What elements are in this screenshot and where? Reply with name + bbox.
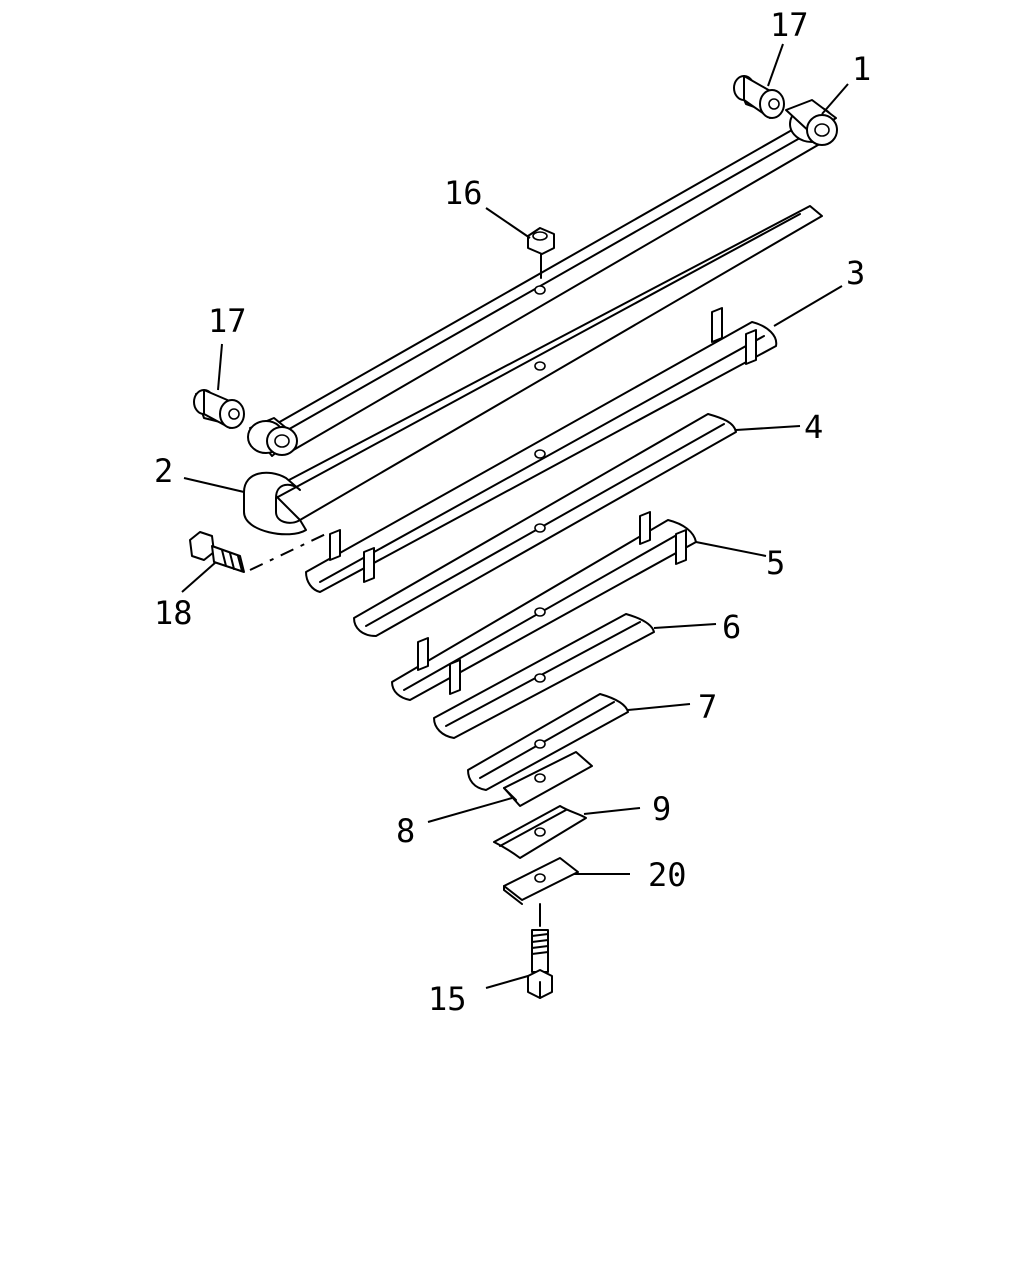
callout-2: 2	[154, 452, 173, 490]
callout-17-front: 17	[208, 302, 247, 340]
bushing-17-front	[193, 389, 245, 429]
spacer-9	[493, 805, 587, 859]
callout-3: 3	[846, 254, 865, 292]
callout-16: 16	[444, 174, 483, 212]
callout-1: 1	[852, 50, 871, 88]
callout-15: 15	[428, 980, 467, 1018]
leader-lines	[181, 43, 849, 989]
leaf-2	[243, 205, 823, 536]
callout-8: 8	[396, 812, 415, 850]
bolt-axis-line	[249, 531, 331, 571]
callout-18: 18	[154, 594, 193, 632]
center-bolt-15	[527, 903, 553, 999]
plate-20	[503, 857, 579, 905]
callout-20: 20	[648, 856, 687, 894]
callout-17-rear: 17	[770, 6, 809, 44]
callout-9: 9	[652, 790, 671, 828]
nut-16	[527, 227, 555, 279]
callout-6: 6	[722, 608, 741, 646]
callout-5: 5	[766, 544, 785, 582]
leaf-4	[353, 413, 737, 637]
leaf-7	[467, 693, 629, 791]
leaf-3	[305, 307, 778, 593]
callout-7: 7	[698, 688, 717, 726]
callout-4: 4	[804, 408, 823, 446]
leaf-6	[433, 613, 655, 739]
main-leaf-1	[247, 99, 838, 457]
bolt-18	[189, 531, 245, 573]
bushing-17-rear	[733, 75, 785, 119]
callout-labels: 17 1 16 3 17 4 2 5 18 6 7 9 8 20 15	[154, 6, 871, 1018]
leaf-8	[503, 751, 593, 807]
